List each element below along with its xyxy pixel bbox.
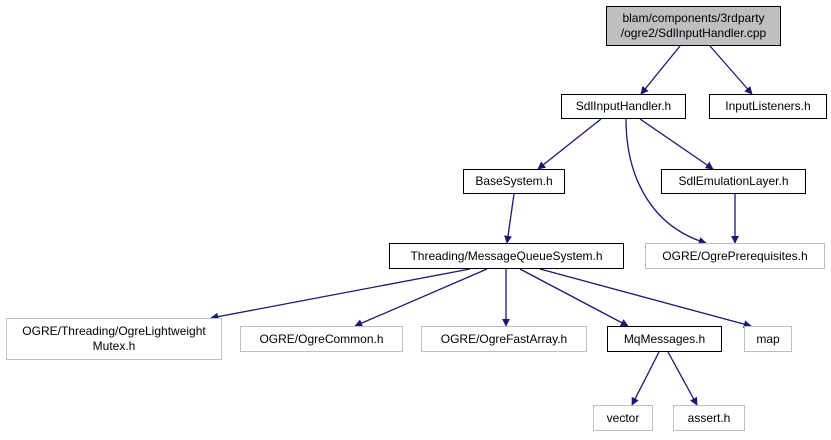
- node-label-line: /ogre2/SdlInputHandler.cpp: [620, 26, 767, 40]
- edge-root-to-sdl-input-handler: [640, 45, 681, 95]
- node-label: map: [756, 331, 780, 346]
- node-label: BaseSystem.h: [475, 174, 553, 188]
- node-sdl-input-handler-cpp: blam/components/3rdparty /ogre2/SdlInput…: [606, 6, 781, 46]
- node-ogre-common-h: OGRE/OgreCommon.h: [240, 326, 403, 352]
- node-sdl-input-handler-h[interactable]: SdlInputHandler.h: [561, 94, 686, 119]
- node-label: Threading/MessageQueueSystem.h: [410, 248, 603, 263]
- node-label: vector: [606, 410, 640, 425]
- edge-message-queue-system-to-ogre-lightweight-mutex: [210, 268, 471, 321]
- edge-sdl-input-handler-to-base-system: [537, 118, 602, 170]
- node-label: SdlInputHandler.h: [575, 99, 672, 113]
- node-map: map: [744, 326, 792, 352]
- node-vector: vector: [593, 405, 653, 431]
- edge-message-queue-system-to-ogre-common: [354, 268, 488, 327]
- edge-root-to-input-listeners: [709, 45, 753, 95]
- node-mq-messages-h[interactable]: MqMessages.h: [607, 326, 722, 352]
- node-message-queue-system-h[interactable]: Threading/MessageQueueSystem.h: [389, 243, 624, 269]
- node-label: InputListeners.h: [725, 99, 811, 113]
- node-label: OGRE/OgreCommon.h: [259, 331, 384, 346]
- node-label: OGRE/OgrePrerequisites.h: [662, 248, 808, 263]
- node-label: OGRE/OgreFastArray.h: [440, 331, 568, 346]
- node-label: assert.h: [687, 410, 731, 425]
- node-label: SdlEmulationLayer.h: [678, 174, 789, 188]
- edge-sdl-input-handler-to-ogre-prerequisites: [625, 118, 707, 245]
- node-label-line: OGRE/Threading/OgreLightweight: [22, 324, 206, 338]
- edge-message-queue-system-to-map: [539, 268, 752, 328]
- node-label-line: Mutex.h: [92, 339, 136, 353]
- edge-mq-messages-to-vector: [631, 351, 660, 406]
- edge-sdl-input-handler-to-sdl-emulation-layer: [639, 118, 714, 170]
- edge-base-system-to-message-queue-system: [504, 193, 515, 244]
- node-base-system-h[interactable]: BaseSystem.h: [463, 169, 565, 194]
- node-assert-h: assert.h: [673, 405, 745, 431]
- node-label: MqMessages.h: [623, 331, 706, 346]
- edge-mq-messages-to-assert: [667, 351, 698, 406]
- node-ogre-prerequisites-h: OGRE/OgrePrerequisites.h: [645, 243, 825, 269]
- node-label-line: blam/components/3rdparty: [622, 11, 765, 25]
- node-sdl-emulation-layer-h[interactable]: SdlEmulationLayer.h: [661, 169, 806, 194]
- edge-message-queue-system-to-mq-messages: [519, 268, 629, 327]
- node-ogre-fast-array-h: OGRE/OgreFastArray.h: [421, 326, 587, 352]
- node-input-listeners-h[interactable]: InputListeners.h: [709, 94, 827, 119]
- node-ogre-lightweight-mutex-h: OGRE/Threading/OgreLightweight Mutex.h: [6, 318, 222, 360]
